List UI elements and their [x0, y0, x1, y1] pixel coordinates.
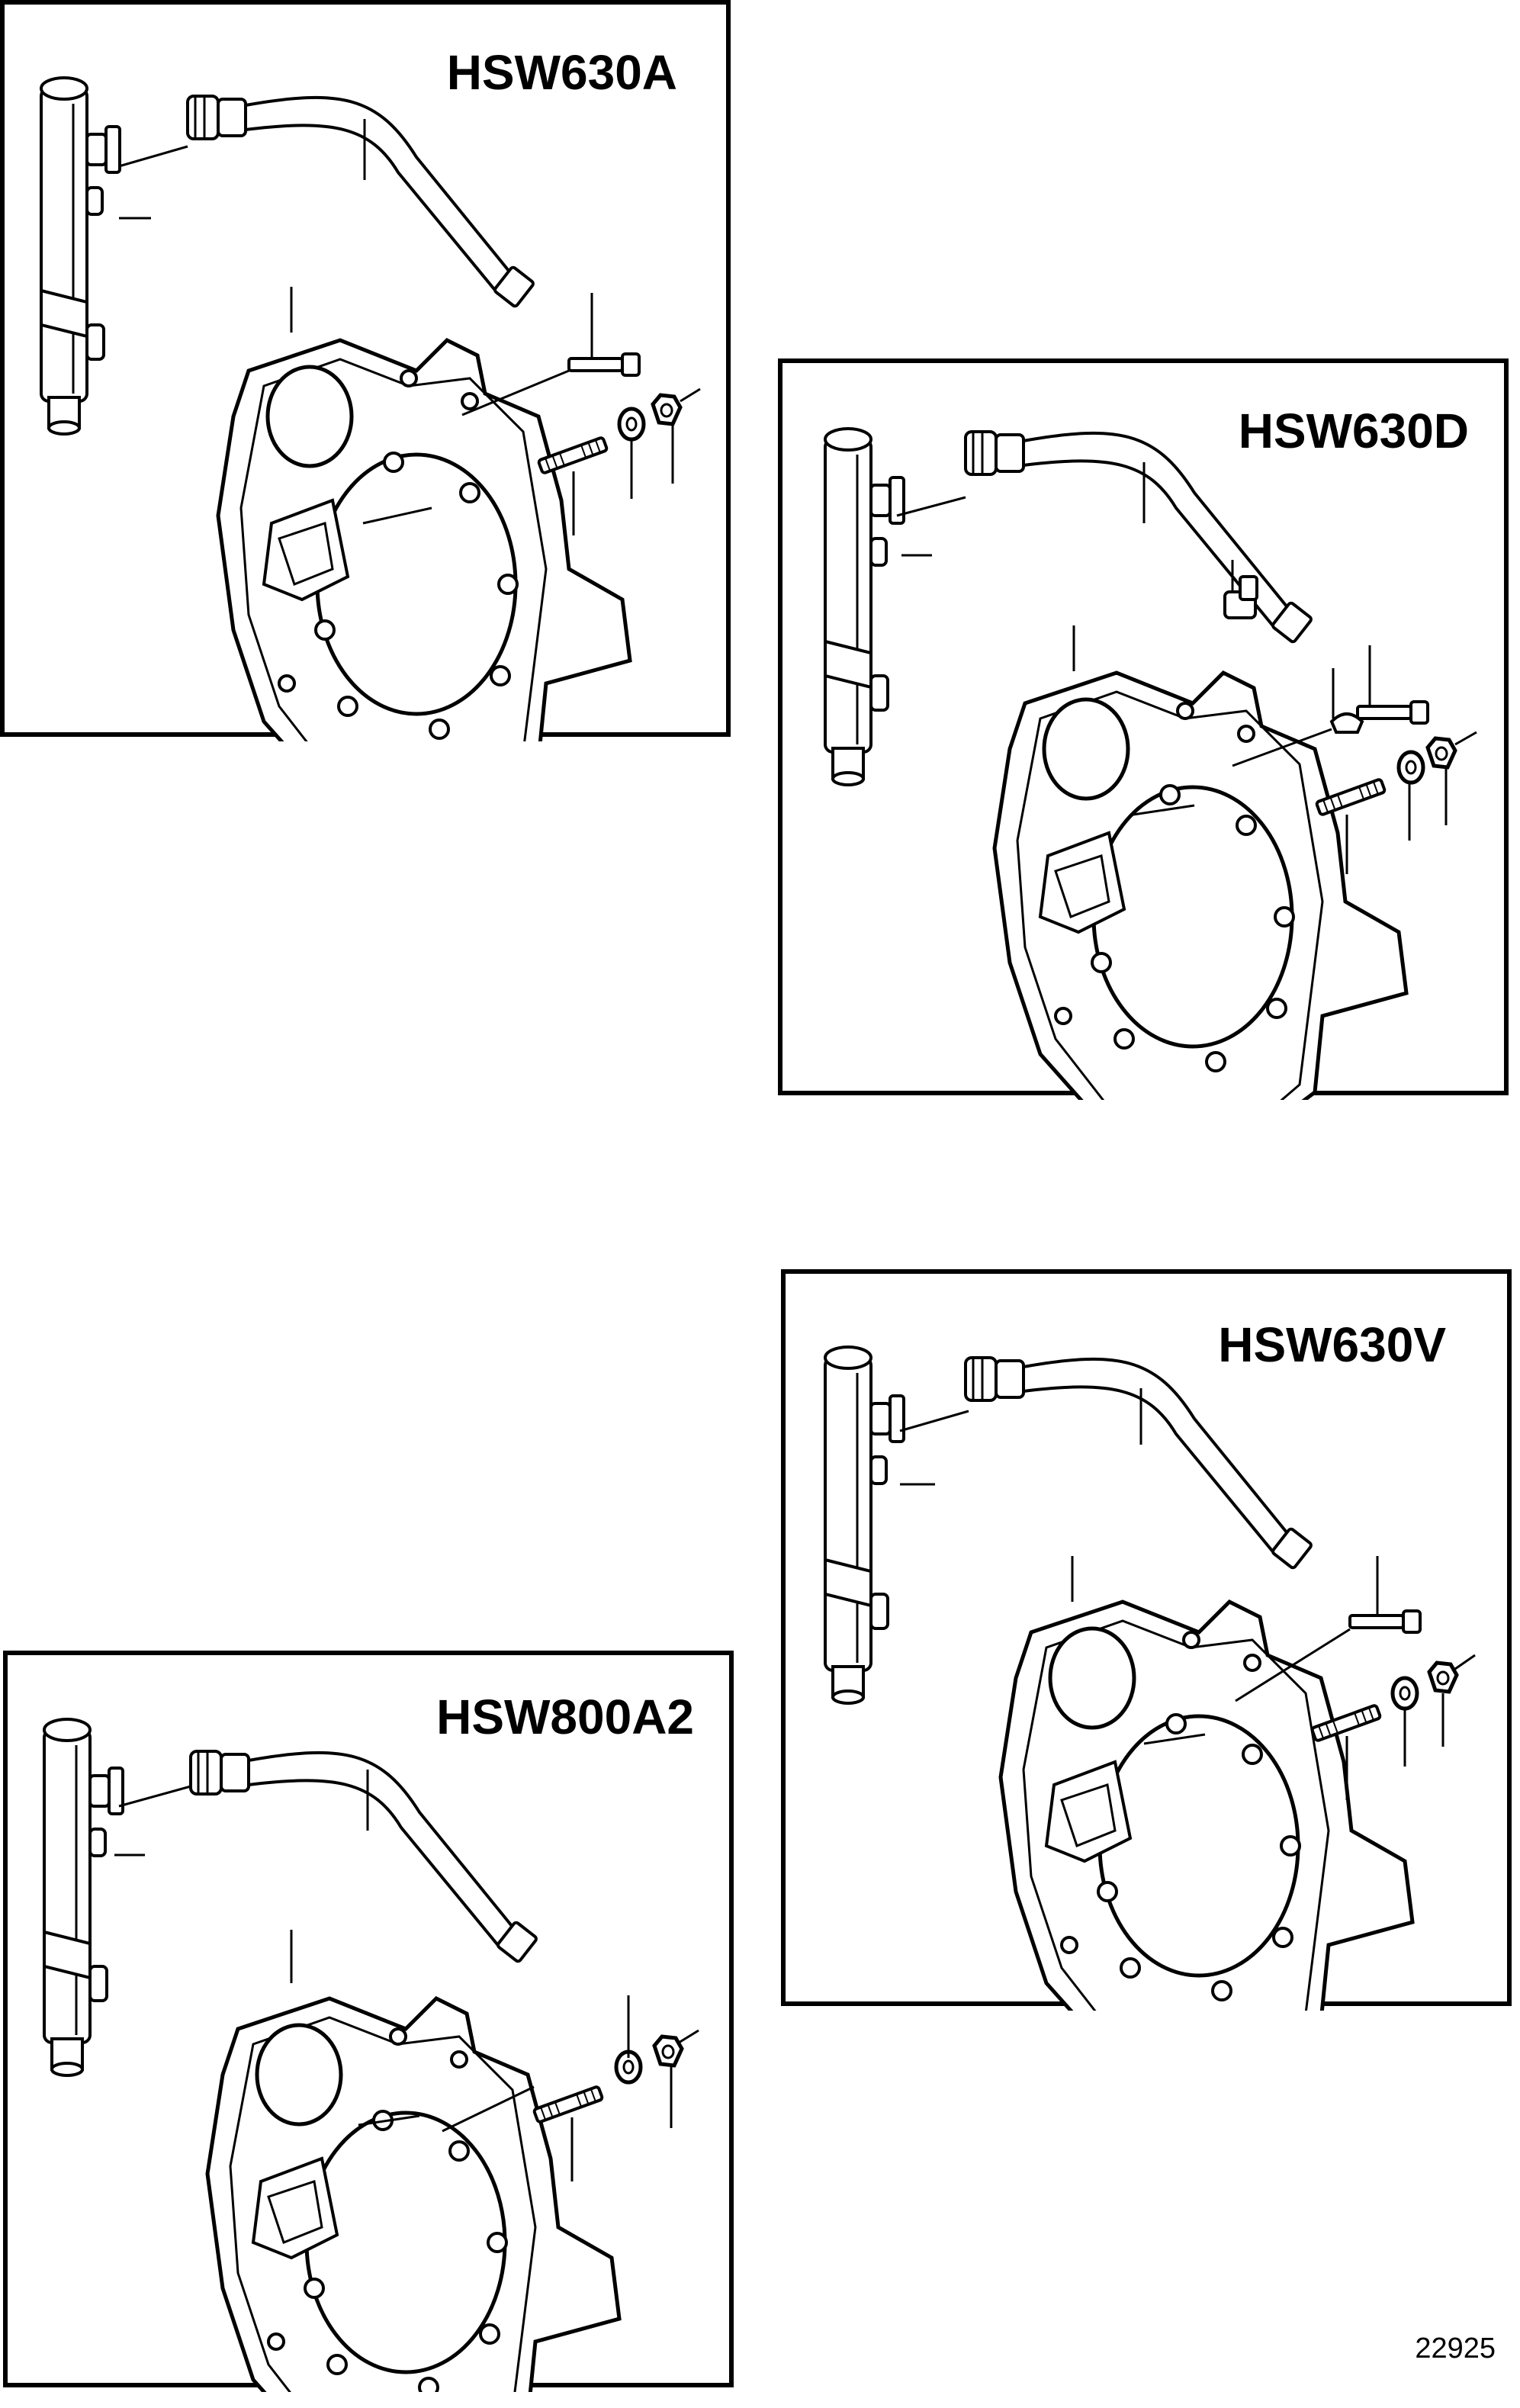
washer: [1393, 1678, 1417, 1709]
drawing-number: 22925: [1415, 2332, 1496, 2365]
flywheel-housing: [1001, 1602, 1412, 2011]
panel-hsw800a2: HSW800A2: [3, 1651, 734, 2387]
heat-exchanger: [40, 76, 121, 436]
coolant-hose: [186, 95, 536, 309]
heat-exchanger: [43, 1718, 124, 2077]
stud: [532, 2085, 605, 2124]
bolt: [1356, 700, 1429, 725]
heat-exchanger: [824, 1345, 905, 1705]
exploded-view-drawing: [824, 1345, 1476, 2011]
flywheel-housing: [995, 673, 1406, 1100]
exploded-view-drawing: [824, 427, 1477, 1100]
exploded-view-drawing: [40, 76, 701, 741]
coolant-hose: [964, 1356, 1314, 1571]
washer: [1399, 752, 1423, 783]
coolant-hose: [964, 430, 1314, 645]
stud: [1314, 777, 1387, 817]
panel-hsw630a: HSW630A: [0, 0, 731, 737]
flywheel-housing: [207, 1998, 619, 2392]
stud: [536, 436, 609, 475]
panel-title: HSW630V: [1218, 1317, 1446, 1372]
panel-hsw630v: HSW630V: [781, 1269, 1512, 2006]
coolant-hose: [189, 1750, 539, 1964]
exploded-view-drawing: [43, 1718, 699, 2392]
panel-title: HSW800A2: [436, 1689, 694, 1744]
panel-title: HSW630D: [1238, 403, 1469, 458]
flywheel-housing: [218, 340, 630, 741]
bolt: [567, 352, 641, 377]
nut: [1428, 738, 1455, 767]
angle-fitting: [1223, 575, 1258, 619]
nut: [653, 395, 680, 424]
nut: [654, 2037, 682, 2066]
gasket: [1329, 712, 1364, 734]
washer: [619, 409, 644, 439]
bolt: [1348, 1609, 1422, 1634]
panel-hsw630d: HSW630D: [778, 358, 1509, 1095]
heat-exchanger: [824, 427, 905, 786]
panel-title: HSW630A: [446, 45, 677, 100]
nut: [1429, 1663, 1457, 1692]
